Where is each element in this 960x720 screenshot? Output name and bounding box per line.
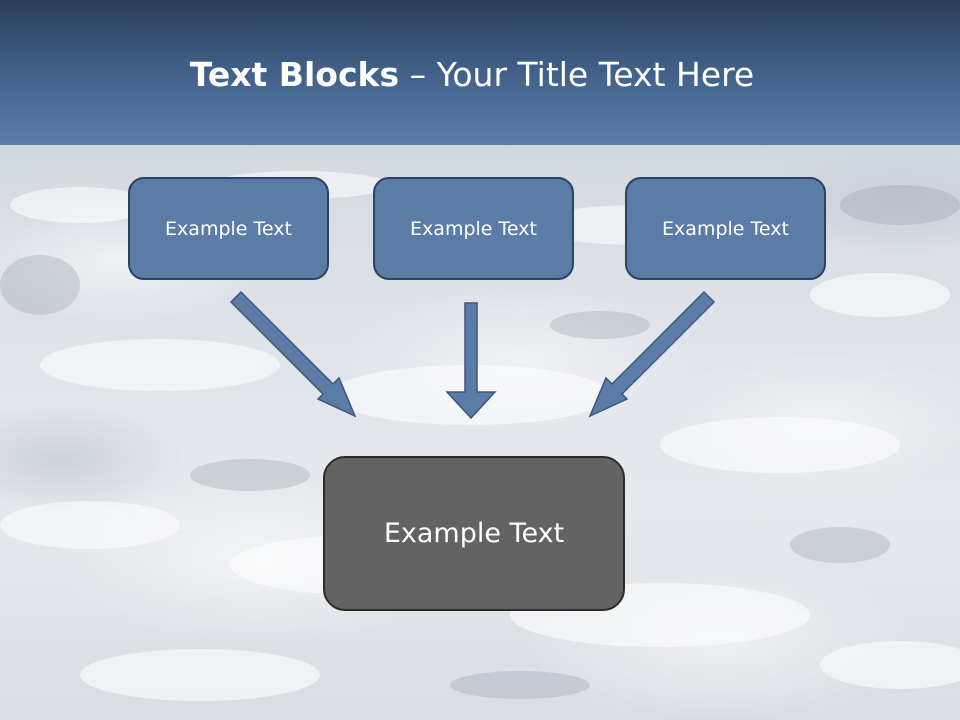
text-block-1[interactable]: Example Text	[128, 177, 329, 280]
text-block-2[interactable]: Example Text	[373, 177, 574, 280]
arrow-diagonal-left-icon	[229, 290, 357, 418]
arrow-diagonal-right-icon	[588, 290, 716, 418]
title-bar: Text Blocks – Your Title Text Here	[0, 0, 960, 145]
arrow-down-icon	[445, 302, 497, 420]
result-block[interactable]: Example Text	[323, 456, 625, 611]
slide-title: Text Blocks – Your Title Text Here	[0, 52, 944, 98]
title-separator: –	[399, 55, 437, 94]
title-rest: Your Title Text Here	[436, 55, 755, 94]
text-block-3[interactable]: Example Text	[625, 177, 826, 280]
title-bold-part: Text Blocks	[189, 55, 400, 94]
